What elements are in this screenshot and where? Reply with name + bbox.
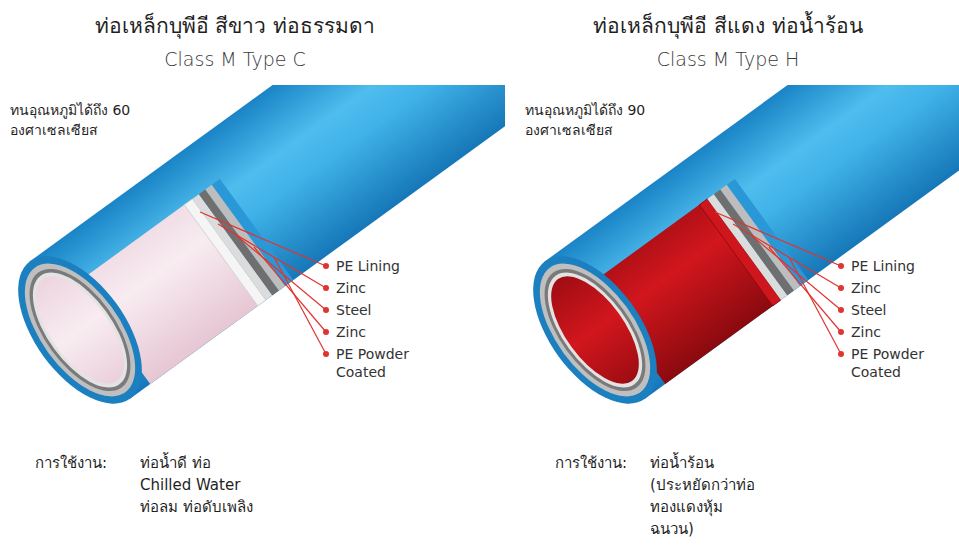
red-pipe — [512, 85, 959, 425]
usage-label: การใช้งาน: — [35, 452, 135, 474]
temperature-note: ทนอุณหภูมิได้ถึง 60 องศาเซลเซียส — [10, 100, 140, 140]
panel-heading: ท่อเหล็กบุพีอี สีแดง ท่อน้ำร้อน — [501, 12, 955, 40]
usage-list: ท่อน้ำร้อน (ประหยัดกว่าท่อ ทองแดงหุ้ม ฉน… — [650, 452, 768, 540]
class-heading: Class M Type H — [501, 46, 955, 72]
white-pipe — [0, 85, 505, 425]
class-heading: Class M Type C — [0, 46, 470, 72]
layer-name: Zinc — [336, 323, 446, 341]
layer-name: PE Powder Coated — [851, 345, 935, 381]
layer-name: Steel — [851, 301, 951, 319]
layer-name: Zinc — [336, 279, 446, 297]
layer-name: Zinc — [851, 279, 951, 297]
layer-name: PE Powder Coated — [336, 345, 420, 381]
layer-name: PE Lining — [851, 257, 951, 275]
layer-name: Steel — [336, 301, 446, 319]
usage-list: ท่อน้ำดี ท่อ Chilled Water ท่อลม ท่อดับเ… — [140, 452, 260, 518]
temperature-note: ทนอุณหภูมิได้ถึง 90 องศาเซลเซียส — [525, 100, 655, 140]
leader-lines — [715, 212, 844, 357]
leader-lines — [200, 212, 329, 357]
panel-heading: ท่อเหล็กบุพีอี สีขาว ท่อธรรมดา — [0, 12, 470, 40]
usage-label: การใช้งาน: — [555, 452, 655, 474]
layer-name: Zinc — [851, 323, 951, 341]
layer-name: PE Lining — [336, 257, 446, 275]
